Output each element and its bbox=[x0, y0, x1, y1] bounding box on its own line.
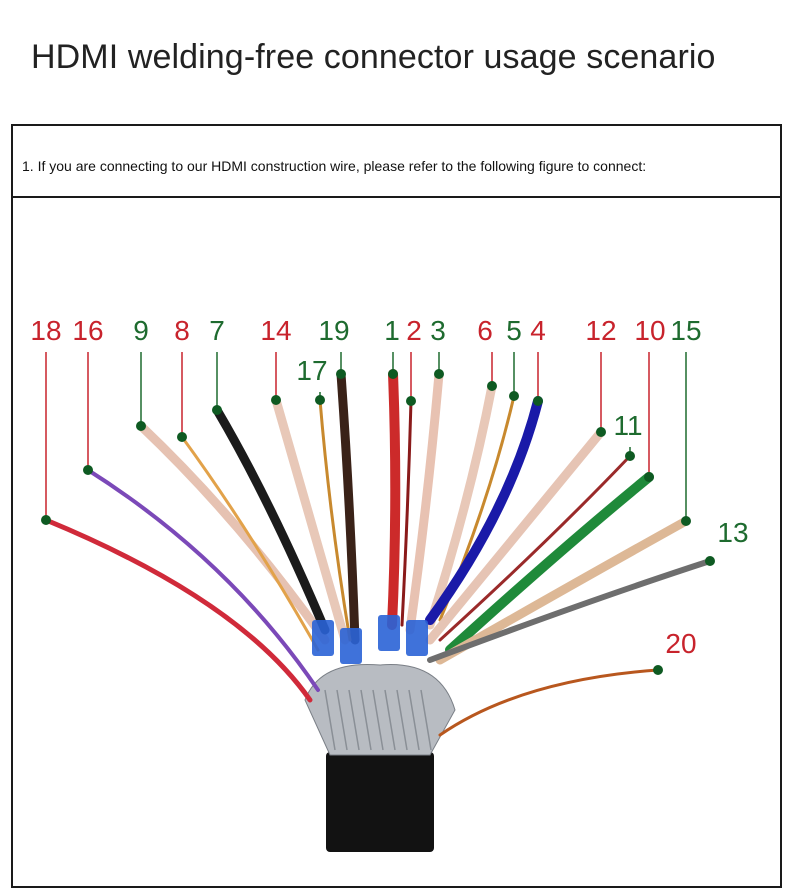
wire-pin-4 bbox=[425, 396, 543, 625]
pin-label-13: 13 bbox=[717, 517, 748, 548]
shield-strand bbox=[336, 689, 348, 751]
wire-pin-14 bbox=[271, 395, 350, 645]
wire-pin-6 bbox=[425, 381, 497, 630]
pin-marker-2 bbox=[406, 396, 416, 406]
wire-pin-1 bbox=[387, 369, 401, 630]
foil-shield-1 bbox=[312, 620, 334, 656]
pin-label-4: 4 bbox=[530, 315, 546, 346]
wire-pin-7 bbox=[212, 405, 330, 635]
pin-label-3: 3 bbox=[430, 315, 446, 346]
pin-marker-9 bbox=[136, 421, 146, 431]
pin-marker-16 bbox=[83, 465, 93, 475]
pin-marker-1 bbox=[388, 369, 398, 379]
pin-marker-18 bbox=[41, 515, 51, 525]
wire-pin-19 bbox=[336, 369, 360, 645]
pin-marker-20 bbox=[653, 665, 663, 675]
wire-pin-9 bbox=[136, 421, 330, 645]
pin-label-7: 7 bbox=[209, 315, 225, 346]
pin-label-14: 14 bbox=[260, 315, 291, 346]
wire-pin-16 bbox=[86, 468, 320, 692]
wire-pin-20 bbox=[438, 668, 660, 737]
wire-pin-2 bbox=[400, 399, 413, 627]
foil-shield-2 bbox=[340, 628, 362, 664]
pin-marker-19 bbox=[336, 369, 346, 379]
wire-pin-11 bbox=[438, 454, 632, 642]
pin-label-2: 2 bbox=[406, 315, 422, 346]
pin-marker-7 bbox=[212, 405, 222, 415]
pin-label-8: 8 bbox=[174, 315, 190, 346]
shield-strand bbox=[360, 689, 372, 751]
cable-jacket bbox=[326, 752, 434, 852]
pin-marker-14 bbox=[271, 395, 281, 405]
pin-label-20: 20 bbox=[665, 628, 696, 659]
page-title: HDMI welding-free connector usage scenar… bbox=[31, 38, 716, 76]
shield-strand bbox=[420, 689, 432, 751]
instruction-text: 1. If you are connecting to our HDMI con… bbox=[22, 158, 647, 174]
wire-pin-15 bbox=[435, 516, 691, 665]
pin-label-10: 10 bbox=[634, 315, 665, 346]
pin-label-18: 18 bbox=[30, 315, 61, 346]
pin-label-15: 15 bbox=[670, 315, 701, 346]
pin-label-19: 19 bbox=[318, 315, 349, 346]
pin-label-16: 16 bbox=[72, 315, 103, 346]
shield-strand bbox=[348, 689, 360, 751]
foil-shield-3 bbox=[378, 615, 400, 651]
wire-pin-18 bbox=[43, 517, 313, 703]
pin-label-11: 11 bbox=[613, 410, 642, 441]
braided-shield bbox=[304, 663, 456, 756]
pin-marker-11 bbox=[625, 451, 635, 461]
wire-pin-3 bbox=[405, 369, 444, 635]
pin-label-9: 9 bbox=[133, 315, 149, 346]
wire-pin-10 bbox=[445, 472, 654, 655]
pin-marker-15 bbox=[681, 516, 691, 526]
pin-marker-4 bbox=[533, 396, 543, 406]
wire-pin-8 bbox=[180, 435, 320, 652]
pin-marker-6 bbox=[487, 381, 497, 391]
pin-label-6: 6 bbox=[477, 315, 493, 346]
pin-marker-10 bbox=[644, 472, 654, 482]
instruction-table: 1. If you are connecting to our HDMI con… bbox=[11, 124, 782, 888]
pin-label-17: 17 bbox=[296, 355, 327, 386]
foil-shield-4 bbox=[406, 620, 428, 656]
pin-marker-17 bbox=[315, 395, 325, 405]
pin-label-1: 1 bbox=[384, 315, 400, 346]
pin-marker-13 bbox=[705, 556, 715, 566]
shield-strand bbox=[408, 689, 420, 751]
shield-strand bbox=[324, 689, 336, 751]
shield-strand bbox=[396, 689, 408, 751]
wire-pin-12 bbox=[425, 427, 606, 645]
wire-pin-17 bbox=[318, 398, 352, 642]
pin-label-5: 5 bbox=[506, 315, 522, 346]
pin-marker-3 bbox=[434, 369, 444, 379]
pin-marker-5 bbox=[509, 391, 519, 401]
pin-marker-8 bbox=[177, 432, 187, 442]
pin-label-12: 12 bbox=[585, 315, 616, 346]
instruction-row: 1. If you are connecting to our HDMI con… bbox=[13, 126, 780, 198]
pin-marker-12 bbox=[596, 427, 606, 437]
shield-strand bbox=[384, 689, 396, 751]
shield-strand bbox=[372, 689, 384, 751]
wire-pin-13 bbox=[427, 558, 713, 663]
